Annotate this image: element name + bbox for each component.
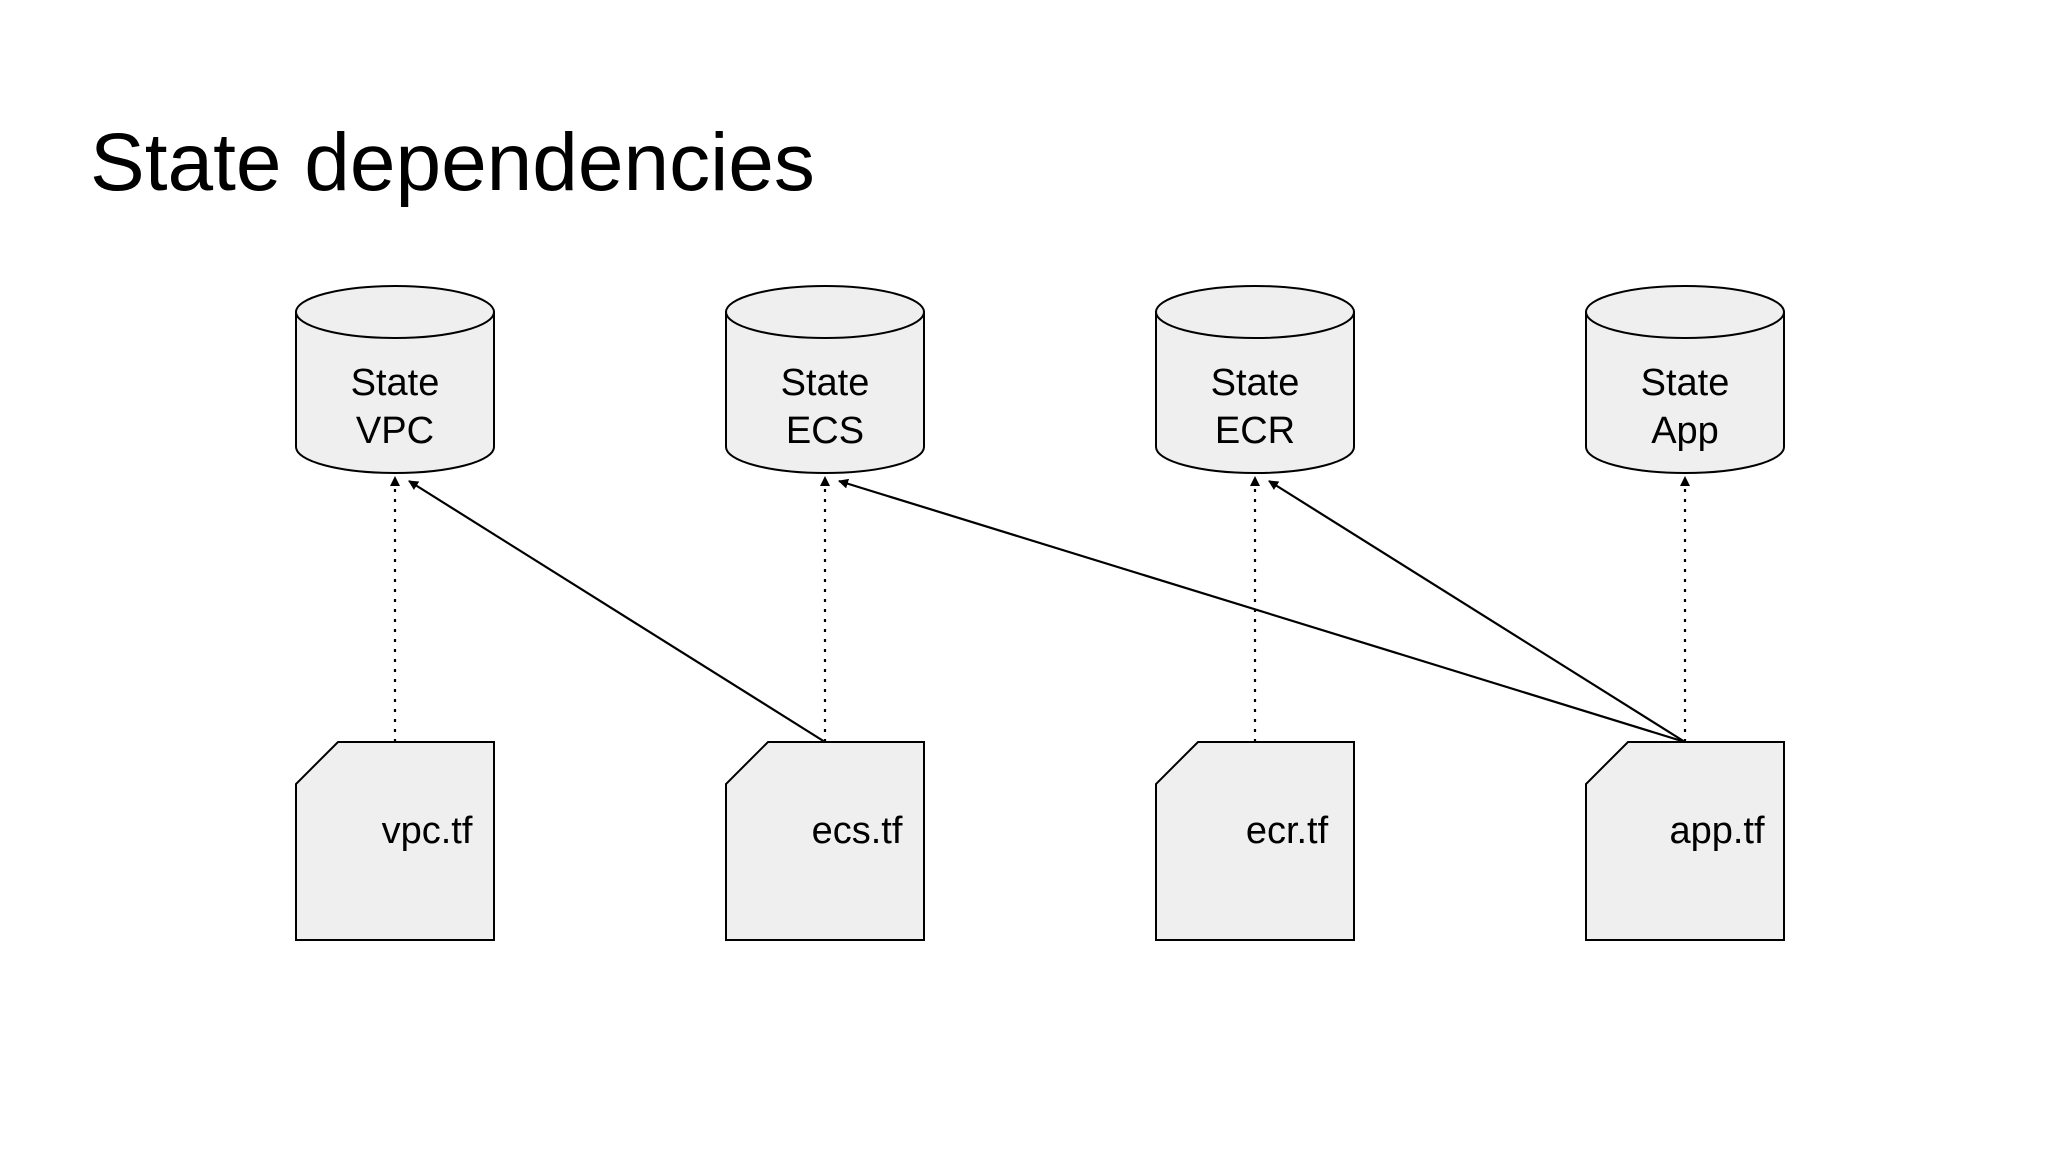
state-ecs-label-line1: State — [781, 362, 870, 404]
state-app-label-line1: State — [1641, 362, 1730, 404]
file-ecr-document: ecr.tf — [1155, 741, 1355, 941]
file-ecr-label: ecr.tf — [1246, 810, 1329, 852]
state-vpc-label-line1: State — [351, 362, 440, 404]
state-vpc-label-line2: VPC — [356, 410, 434, 452]
cylinder-top — [1585, 285, 1785, 339]
document-shape — [725, 741, 925, 941]
cylinder-top — [295, 285, 495, 339]
document-shape — [1585, 741, 1785, 941]
document-shape — [1155, 741, 1355, 941]
files-layer: vpc.tf ecs.tf ecr.tf app.tf — [295, 741, 1785, 941]
file-vpc-label: vpc.tf — [382, 810, 473, 852]
state-app-label-line2: App — [1651, 410, 1719, 452]
file-app-label: app.tf — [1669, 810, 1765, 852]
cylinder-top — [725, 285, 925, 339]
edges-layer — [390, 476, 1690, 744]
edge-app-to-state-ecs-solid — [838, 478, 1686, 744]
edge-ecs-to-state-vpc-solid — [408, 480, 826, 743]
file-ecs-document: ecs.tf — [725, 741, 925, 941]
edge-app-to-state-ecr-solid — [1268, 480, 1686, 743]
cylinder-body — [725, 311, 925, 474]
state-ecr-label-line2: ECR — [1215, 410, 1295, 452]
state-ecr-label-line1: State — [1211, 362, 1300, 404]
file-app-document: app.tf — [1585, 741, 1785, 941]
file-ecs-label: ecs.tf — [812, 810, 903, 852]
cylinder-body — [295, 311, 495, 474]
document-shape — [295, 741, 495, 941]
state-ecs-label-line2: ECS — [786, 410, 864, 452]
slide-title: State dependencies — [90, 117, 815, 208]
cylinder-body — [1585, 311, 1785, 474]
cylinder-body — [1155, 311, 1355, 474]
file-vpc-document: vpc.tf — [295, 741, 495, 941]
cylinder-top — [1155, 285, 1355, 339]
